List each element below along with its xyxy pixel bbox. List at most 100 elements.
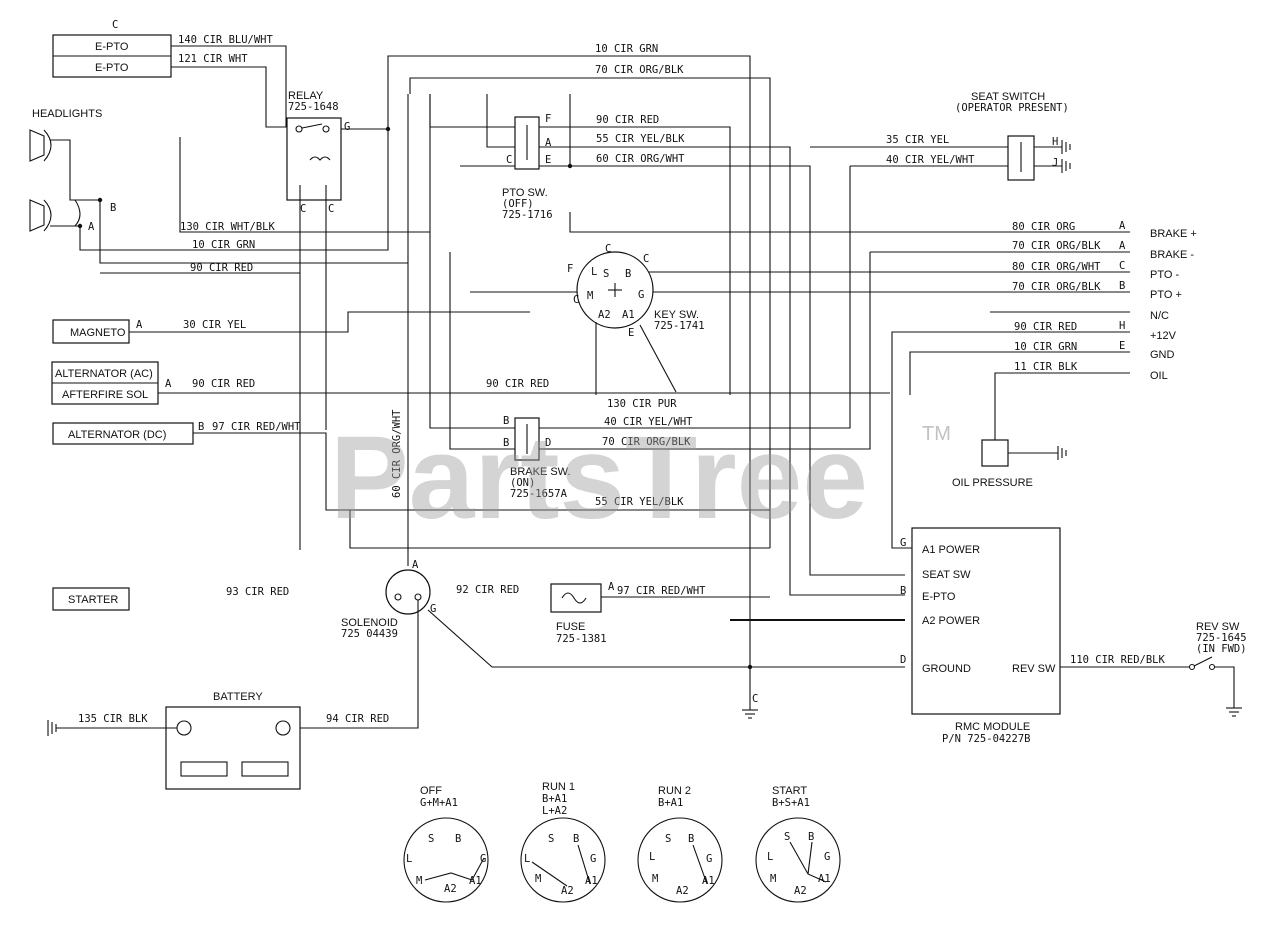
ground-icon-main [742,709,758,719]
c-label: C [112,19,118,31]
rev-sw-state: (IN FWD) [1196,643,1247,655]
brake-pin-d: D [545,437,551,449]
rev-sw-part: 725-1645 [1196,632,1247,644]
alt-dc: ALTERNATOR (DC) [68,429,166,441]
pto-plus: PTO + [1150,289,1182,301]
brake-sw-state: (ON) [510,477,535,489]
relay-pin-c2: C [328,203,334,215]
seat-pin-h: H [1052,136,1058,148]
wire-40-seat: 40 CIR YEL/WHT [886,154,975,166]
wire-10-head: 10 CIR GRN [192,239,255,251]
rmc-a1-power: A1 POWER [922,544,980,556]
pto-pin-f: F [545,113,551,125]
wire-130-pur: 130 CIR PUR [607,398,677,410]
relay-box [286,117,342,201]
key-pin-c-left: C [573,294,579,306]
wire-135: 135 CIR BLK [78,713,148,725]
svg-text:M: M [416,875,422,887]
key-pin-a2: A2 [598,309,611,321]
svg-text:L: L [524,853,530,865]
svg-text:G: G [824,851,830,863]
pto-sw-part: 725-1716 [502,209,553,221]
solenoid-part: 725 04439 [341,628,398,640]
wire-90-mid: 90 CIR RED [486,378,549,390]
wire-35: 35 CIR YEL [886,134,949,146]
wire-40-brake: 40 CIR YEL/WHT [604,416,693,428]
battery-label: BATTERY [213,691,263,703]
brake-plus: BRAKE + [1150,228,1197,240]
key-pin-a1: A1 [622,309,635,321]
relay-title: RELAY [288,90,324,102]
fuse-title: FUSE [556,621,585,633]
watermark: PartsTree [330,412,868,544]
wire-90-head: 90 CIR RED [190,262,253,274]
svg-text:M: M [535,873,541,885]
plus12v-label: +12V [1150,330,1177,342]
rmc-part: P/N 725-04227B [942,733,1031,745]
rmc-e-pto: E-PTO [922,591,956,603]
headlights-label: HEADLIGHTS [32,108,102,120]
key-pin-m: M [587,290,593,302]
key-position-run1: RUN 1 B+A1 L+A2 S B L G M A2 A1 [520,781,606,903]
rmc-seat-sw: SEAT SW [922,569,971,581]
oil-pressure-box [981,439,1009,467]
svg-text:RUN 2: RUN 2 [658,785,691,797]
svg-text:A1: A1 [585,875,598,887]
headlight-icon-2 [29,199,52,232]
oil-pressure-label: OIL PRESSURE [952,477,1033,489]
solenoid-pin-a: A [412,559,419,571]
afterfire: AFTERFIRE SOL [62,389,148,401]
svg-text:M: M [770,873,776,885]
wire-97-fuse: 97 CIR RED/WHT [617,585,706,597]
oil-label: OIL [1150,370,1168,382]
wire-140: 140 CIR BLU/WHT [178,34,274,46]
battery-box [165,706,301,790]
svg-text:OFF: OFF [420,785,442,797]
key-pin-c-right: C [643,253,649,265]
svg-text:A2: A2 [676,885,689,897]
svg-text:G: G [590,853,596,865]
rev-sw-title: REV SW [1196,621,1240,633]
pin-a-r2: A [1119,240,1126,252]
svg-text:A2: A2 [561,885,574,897]
svg-text:B: B [808,831,814,843]
svg-text:S: S [548,833,554,845]
epto-2: E-PTO [95,62,129,74]
key-pin-f: F [567,263,573,275]
pto-sw-title: PTO SW. [502,187,548,199]
ground-icon-oil [1057,446,1067,460]
key-sw-title: KEY SW. [654,309,699,321]
wire-92: 92 CIR RED [456,584,519,596]
svg-text:B: B [573,833,579,845]
svg-text:START: START [772,785,807,797]
wire-70-brake: 70 CIR ORG/BLK [602,436,691,448]
wire-90-pto: 90 CIR RED [596,114,659,126]
wire-93: 93 CIR RED [226,586,289,598]
svg-text:A1: A1 [818,873,831,885]
pin-a-head: A [88,221,95,233]
wire-70-orgblk2: 70 CIR ORG/BLK [1012,281,1101,293]
headlight-icon [29,129,52,162]
epto-1: E-PTO [95,41,129,53]
rmc-a2-power: A2 POWER [922,615,980,627]
svg-text:B+A1: B+A1 [542,793,567,805]
solenoid-title: SOLENOID [341,617,398,629]
wire-97-dc: 97 CIR RED/WHT [212,421,301,433]
relay-part: 725-1648 [288,101,339,113]
rmc-pin-g: G [900,537,906,549]
key-pin-s: S [603,268,609,280]
svg-text:S: S [784,831,790,843]
rmc-rev-sw: REV SW [1012,663,1056,675]
svg-text:RUN 1: RUN 1 [542,781,575,793]
svg-text:A1: A1 [469,875,482,887]
wire-130: 130 CIR WHT/BLK [180,221,276,233]
wire-90-alt: 90 CIR RED [192,378,255,390]
brake-minus: BRAKE - [1150,249,1194,261]
svg-text:G+M+A1: G+M+A1 [420,797,458,809]
fuse-box [550,583,602,613]
fuse-pin-a: A [608,581,615,593]
pin-a-r1: A [1119,220,1126,232]
svg-text:L+A2: L+A2 [542,805,567,817]
fuse-icon [561,592,587,604]
pto-minus: PTO - [1150,269,1179,281]
